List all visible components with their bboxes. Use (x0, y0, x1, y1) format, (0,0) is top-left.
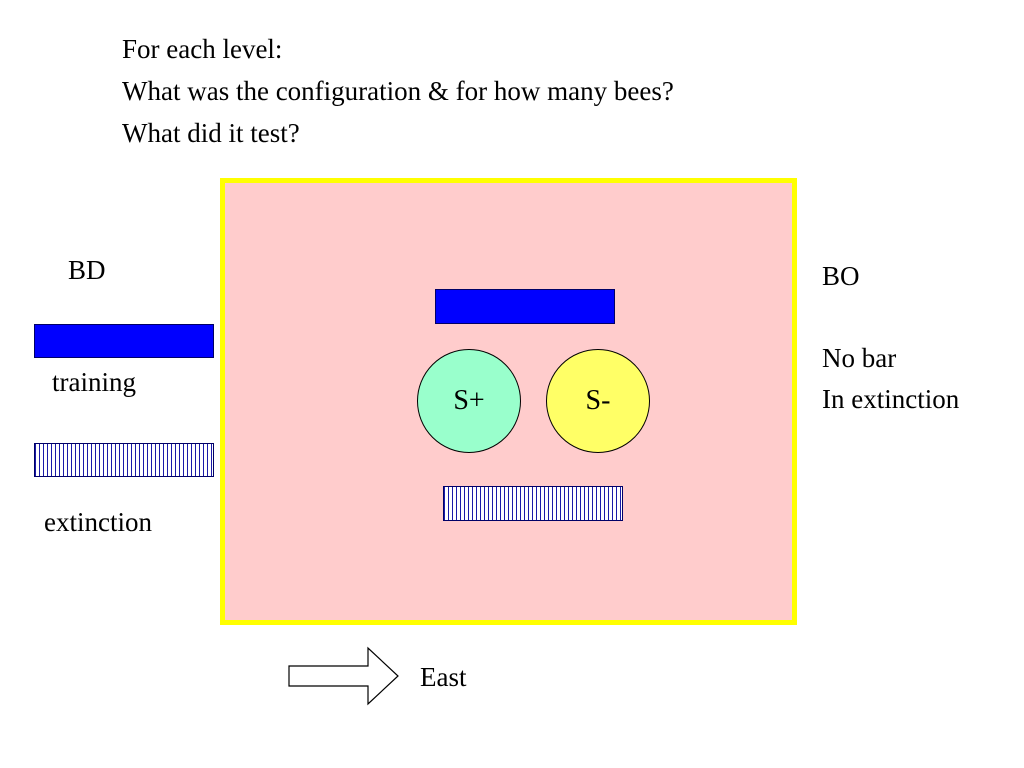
stimulus-plus-label: S+ (453, 385, 485, 416)
legend-extinction-label: extinction (44, 507, 152, 537)
direction-label: East (420, 662, 467, 692)
arena: S+ S- (220, 178, 797, 625)
stimulus-minus: S- (546, 349, 650, 453)
right-arrow-icon (288, 646, 399, 706)
stimulus-minus-label: S- (585, 385, 611, 416)
legend-training-bar (34, 324, 214, 358)
bo-line-2: In extinction (822, 384, 960, 414)
question-line-1: For each level: (122, 34, 283, 64)
question-line-2: What was the configuration & for how man… (122, 76, 674, 106)
arena-extinction-bar (443, 486, 623, 521)
legend-extinction-bar (34, 443, 214, 477)
legend-training-label: training (52, 367, 136, 397)
arena-training-bar (435, 289, 615, 324)
bo-line-1: No bar (822, 343, 897, 373)
question-line-3: What did it test? (122, 118, 300, 148)
bd-label: BD (68, 255, 106, 285)
stimulus-plus: S+ (417, 349, 521, 453)
question-block: For each level: What was the configurati… (122, 28, 674, 154)
bo-title: BO (822, 261, 860, 291)
